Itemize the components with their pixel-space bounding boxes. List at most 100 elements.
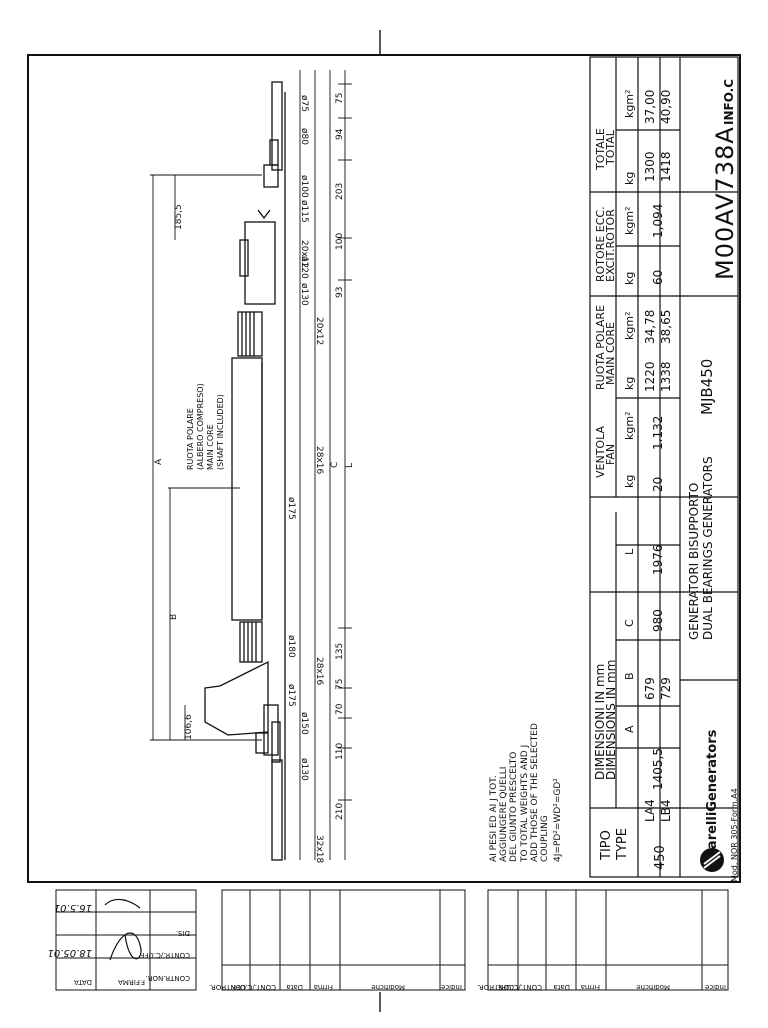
rev-label: DIS. (176, 929, 190, 937)
cell-tot-j-1: 37,00 (643, 90, 657, 124)
rotor-label-it: RUOTA POLARE (186, 408, 195, 470)
rotor-label-en: MAIN CORE (206, 424, 215, 470)
key-28x16: 28x16 (314, 657, 324, 686)
key-28x16b: 28x16 (314, 446, 324, 475)
th-col-l: L (623, 548, 636, 555)
th-exc-en: EXCIT.ROTOR (604, 209, 617, 282)
rev-col: Modifiche (636, 983, 670, 991)
th-exc-it: ROTORE ECC. (594, 206, 607, 282)
rev-date: 16.5.01 (54, 902, 92, 913)
note-line: AI PESI ED AI J TOT. (489, 775, 499, 862)
signature-icon (109, 932, 142, 961)
dim-93: 93 (335, 287, 345, 298)
rev-label: CONTR./C.UFF. (140, 951, 191, 959)
th-unit: kg (623, 272, 636, 285)
cell-C: 980 (651, 609, 665, 632)
dim-110: 110 (335, 743, 345, 760)
generator-outline (204, 81, 286, 861)
note-line: DEL GIUNTO PRESCELTO (509, 752, 519, 862)
key-20x12b: 20x12 (299, 240, 309, 268)
cell-type-1: LA4 (643, 799, 657, 822)
th-unit: kg (623, 475, 636, 488)
dim-70: 70 (335, 703, 345, 715)
cell-exc-j: 1,094 (651, 204, 665, 238)
th-fan-it: VENTOLA (594, 426, 607, 478)
dim-210: 210 (335, 803, 345, 820)
th-unit: kgm² (623, 412, 636, 440)
cell-B-1: 679 (643, 677, 657, 700)
rev-label: F.FIRMA (118, 978, 145, 986)
revision-block-right (487, 889, 729, 991)
th-unit: kgm² (623, 90, 636, 118)
dia-115: ø115 (299, 200, 309, 223)
dim-75: 75 (335, 679, 345, 690)
dia-120: ø120 (299, 256, 309, 279)
dia-75: ø75 (299, 95, 309, 112)
rev-col: Modifiche (371, 983, 405, 991)
rev-col: Indice (705, 983, 726, 991)
th-unit: kg (623, 172, 636, 185)
cell-type-2: LB4 (659, 799, 673, 822)
th-col-a: A (623, 725, 636, 733)
revision-block-left (55, 889, 197, 991)
dia-180: ø180 (286, 635, 296, 658)
sheet-border (27, 54, 741, 883)
dia-175: ø175 (286, 684, 296, 707)
title-block: GENERATORI BISUPPORTO DUAL BEARINGS GENE… (687, 79, 739, 882)
revision-mid-text: CONTROR. CONT./C.UFF. Data Firma Modific… (209, 983, 462, 991)
dim-B: B (169, 614, 179, 620)
revision-left-text: CONTR.NOR. CONTR./C.UFF. DIS. F.FIRMA DA… (47, 902, 190, 986)
revision-block-mid (221, 889, 466, 991)
model-code: M00AV738A (711, 126, 739, 280)
data-table (589, 56, 739, 878)
generator-type: MJB450 (698, 359, 716, 415)
brand-logo-icon (700, 848, 724, 872)
th-unit: kgm² (623, 312, 636, 340)
data-table-text: TIPO TYPE DIMENSIONI IN mm DIMENSIONS IN… (593, 90, 673, 870)
rev-col: CONTROR. (209, 983, 246, 991)
cell-A: 1405,5 (651, 748, 665, 790)
cell-core-j-1: 34,78 (643, 310, 657, 344)
form-ref: Mod. NOR 305-Form.A4 (730, 788, 739, 882)
signature-icon (104, 898, 141, 909)
th-core-en: MAIN CORE (604, 322, 617, 385)
dim-203: 203 (335, 183, 345, 200)
rev-col: CONT./C.UFF. (497, 983, 542, 991)
dim-75b: 75 (335, 93, 345, 104)
th-col-b: B (623, 672, 636, 680)
th-tot-en: TOTAL (604, 129, 617, 166)
rev-col: Firma (314, 983, 333, 991)
dim-94: 94 (335, 128, 345, 140)
brand-name: MarelliGenerators (705, 729, 720, 862)
cell-L: 1976 (651, 544, 665, 575)
dim-185-5: 185,5 (174, 204, 184, 230)
stamp: INFO.C (722, 79, 736, 125)
th-fan-en: FAN (604, 444, 617, 465)
dimension-labels: A B 106,6 185,5 C L 210 110 70 75 135 93… (154, 93, 355, 864)
rotor-label-it2: (ALBERO COMPRESO) (196, 383, 205, 470)
cell-fan-kg: 20 (651, 477, 665, 492)
th-dim-en: DIMENSIONS IN mm (604, 660, 618, 780)
title-en: DUAL BEARINGS GENERATORS (701, 456, 715, 640)
notes-block: AI PESI ED AI J TOT. AGGIUNGERE QUELLI D… (489, 723, 563, 863)
rev-date: 18.05.01 (47, 947, 92, 958)
dim-A: A (154, 458, 164, 465)
dia-175b: ø175 (286, 497, 296, 520)
key-32x18: 32x18 (314, 835, 324, 864)
dim-100: 100 (335, 233, 345, 250)
dim-135: 135 (335, 643, 345, 660)
cell-tot-j-2: 40,90 (659, 90, 673, 124)
key-20x12: 20x12 (314, 317, 324, 345)
rev-col: Indice (441, 983, 462, 991)
dia-80: ø80 (299, 128, 309, 145)
cell-core-j-2: 38,65 (659, 310, 673, 344)
title-it: GENERATORI BISUPPORTO (687, 483, 701, 640)
note-line: COUPLING (540, 815, 550, 862)
th-core-it: RUOTA POLARE (594, 305, 607, 390)
rev-label: CONTR.NOR. (146, 974, 190, 982)
th-unit: kg (623, 377, 636, 390)
cell-tot-kg-2: 1418 (659, 151, 673, 182)
th-type: TYPE (615, 828, 630, 861)
rev-label: DATA (74, 978, 92, 986)
